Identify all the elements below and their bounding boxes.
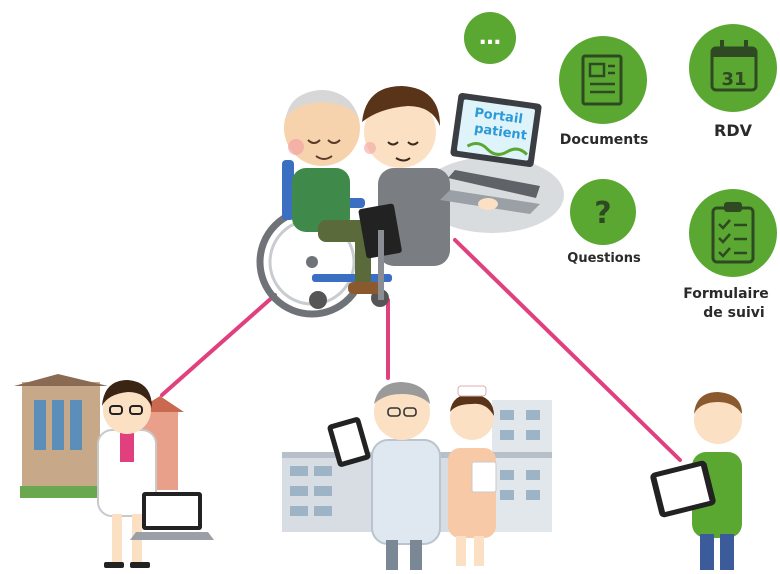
laptop-icon	[130, 492, 214, 540]
questions-label[interactable]: Questions	[567, 251, 641, 266]
elderly-patient	[284, 90, 382, 294]
portal-title-line2: patient	[473, 121, 528, 143]
rdv-service[interactable]	[689, 24, 777, 112]
more-services-label: …	[479, 25, 501, 50]
laptop-portal	[440, 92, 542, 214]
tablet-icon	[650, 460, 716, 518]
calendar-icon	[710, 40, 758, 92]
connection-lines	[160, 238, 682, 462]
male-doctor	[327, 382, 441, 570]
questions-service[interactable]	[570, 179, 636, 245]
formulaire-label-line1[interactable]: Formulaire	[683, 286, 769, 302]
question-mark-icon: ?	[594, 196, 611, 231]
formulaire-label-line2[interactable]: de suivi	[703, 305, 764, 321]
rdv-label[interactable]: RDV	[714, 121, 753, 140]
rdv-day-number: 31	[721, 69, 746, 90]
formulaire-service[interactable]	[689, 189, 777, 277]
nurse	[448, 385, 497, 566]
portal-title-line1: Portail	[473, 106, 523, 128]
documents-service[interactable]	[559, 36, 647, 124]
more-services-button[interactable]	[464, 12, 516, 64]
clipboard-icon	[711, 202, 755, 264]
document-icon	[581, 54, 623, 106]
link-to-clinic	[160, 293, 277, 397]
young-caregiver	[358, 86, 450, 300]
link-to-caregiver	[453, 238, 682, 462]
documents-label[interactable]: Documents	[560, 132, 649, 148]
